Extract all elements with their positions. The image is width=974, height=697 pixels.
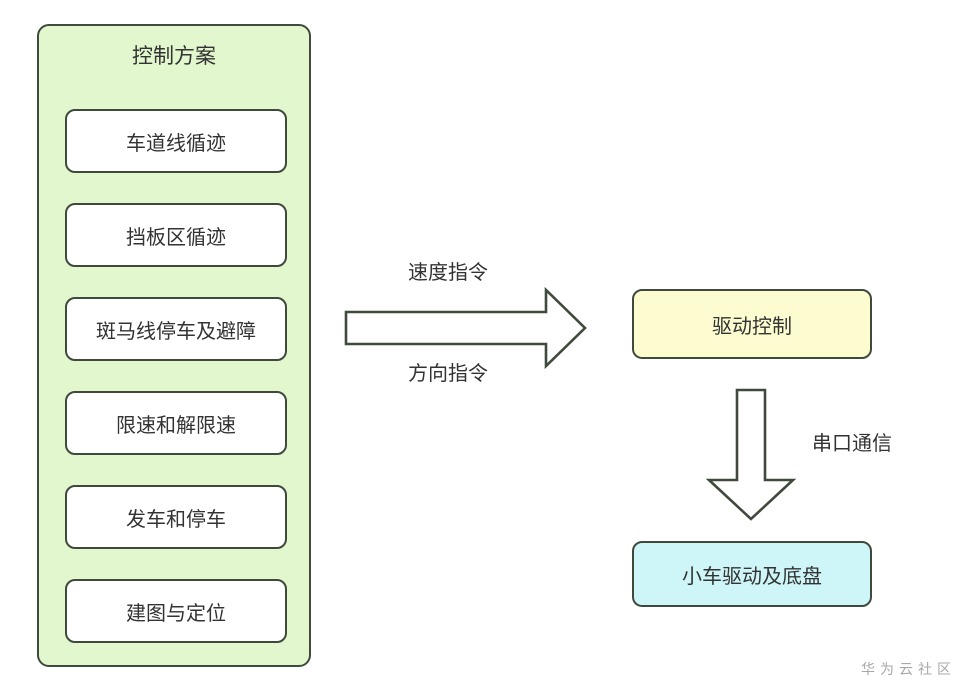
arrow-down-drive-to-chassis	[705, 388, 797, 521]
arrow-right-control-to-drive	[344, 286, 587, 370]
node-drive-control[interactable]: 驱动控制	[632, 289, 872, 359]
control-scheme-item-list: 车道线循迹 挡板区循迹 斑马线停车及避障 限速和解限速 发车和停车 建图与定位	[65, 109, 287, 643]
control-scheme-title: 控制方案	[132, 44, 216, 68]
control-item-speed-limit[interactable]: 限速和解限速	[65, 391, 287, 455]
edge-label-direction-command: 方向指令	[408, 361, 488, 385]
watermark-text: 华为云社区	[861, 662, 956, 678]
control-item-crosswalk-stop-avoid[interactable]: 斑马线停车及避障	[65, 297, 287, 361]
edge-label-serial-communication: 串口通信	[812, 431, 892, 455]
control-scheme-panel: 控制方案 车道线循迹 挡板区循迹 斑马线停车及避障 限速和解限速 发车和停车 建…	[37, 24, 311, 667]
control-item-start-stop[interactable]: 发车和停车	[65, 485, 287, 549]
node-car-chassis[interactable]: 小车驱动及底盘	[632, 541, 872, 607]
edge-label-speed-command: 速度指令	[408, 260, 488, 284]
control-item-lane-following[interactable]: 车道线循迹	[65, 109, 287, 173]
control-item-mapping-localization[interactable]: 建图与定位	[65, 579, 287, 643]
control-item-baffle-following[interactable]: 挡板区循迹	[65, 203, 287, 267]
